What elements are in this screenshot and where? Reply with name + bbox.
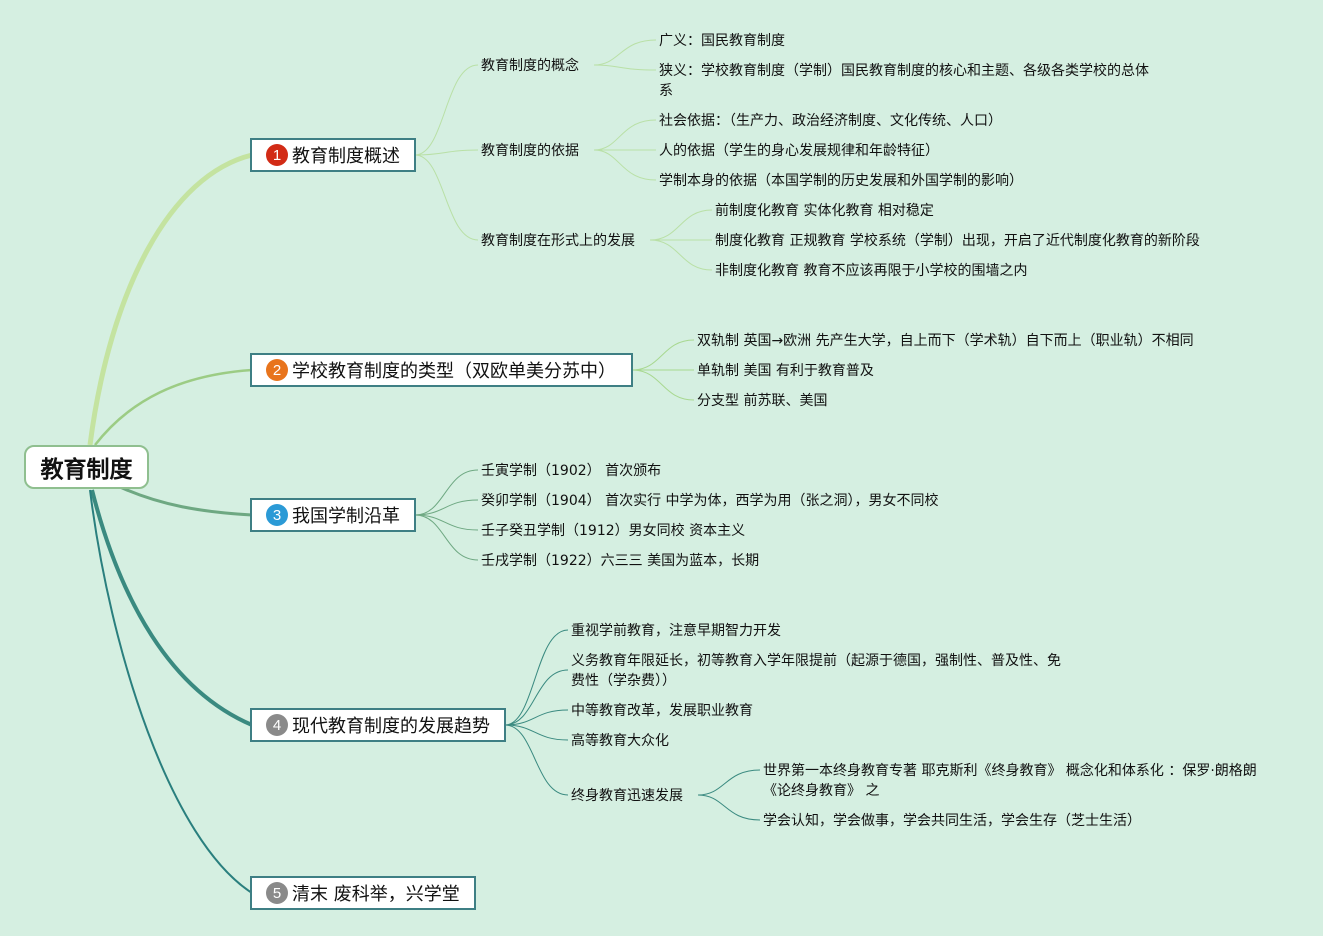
leaf-node[interactable]: 单轨制 美国 有利于教育普及	[697, 363, 874, 379]
leaf-node[interactable]: 社会依据：（生产力、政治经济制度、文化传统、人口）	[659, 113, 1002, 129]
number-badge: 1	[266, 144, 288, 166]
topic-5-node[interactable]: 5 清末 废科举，兴学堂	[250, 876, 476, 910]
topic-label: 学校教育制度的类型（双欧单美分苏中）	[292, 361, 616, 382]
leaf-node[interactable]: 制度化教育 正规教育 学校系统（学制）出现，开启了近代制度化教育的新阶段	[715, 233, 1200, 249]
number-badge: 4	[266, 714, 288, 736]
leaf-node[interactable]: 高等教育大众化	[571, 733, 669, 749]
subtopic-form-development[interactable]: 教育制度在形式上的发展	[481, 233, 635, 249]
leaf-node[interactable]: 广义：国民教育制度	[659, 33, 785, 49]
number-badge: 2	[266, 359, 288, 381]
subtopic-basis[interactable]: 教育制度的依据	[481, 143, 579, 159]
leaf-node[interactable]: 中等教育改革，发展职业教育	[571, 703, 753, 719]
topic-3-node[interactable]: 3 我国学制沿革	[250, 498, 416, 532]
leaf-node[interactable]: 学会认知，学会做事，学会共同生活，学会生存（芝士生活）	[763, 813, 1141, 829]
leaf-node[interactable]: 壬寅学制（1902） 首次颁布	[481, 463, 662, 479]
subtopic-concept[interactable]: 教育制度的概念	[481, 58, 579, 74]
leaf-node[interactable]: 分支型 前苏联、美国	[697, 393, 828, 409]
leaf-node[interactable]: 前制度化教育 实体化教育 相对稳定	[715, 203, 934, 219]
leaf-node[interactable]: 壬子癸丑学制（1912）男女同校 资本主义	[481, 523, 746, 539]
topic-label: 我国学制沿革	[292, 506, 400, 527]
topic-1-node[interactable]: 1 教育制度概述	[250, 138, 416, 172]
topic-2-node[interactable]: 2 学校教育制度的类型（双欧单美分苏中）	[250, 353, 633, 387]
leaf-node[interactable]: 世界第一本终身教育专著 耶克斯利《终身教育》 概念化和体系化 ：保罗·朗格朗《论…	[763, 763, 1257, 799]
leaf-node[interactable]: 非制度化教育 教育不应该再限于小学校的围墙之内	[715, 263, 1028, 279]
leaf-node[interactable]: 壬戌学制（1922）六三三 美国为蓝本，长期	[481, 553, 760, 569]
leaf-node[interactable]: 义务教育年限延长，初等教育入学年限提前（起源于德国，强制性、普及性、免费性（学杂…	[571, 653, 1061, 689]
topic-label: 教育制度概述	[292, 146, 400, 167]
leaf-node[interactable]: 人的依据（学生的身心发展规律和年龄特征）	[659, 143, 939, 159]
leaf-node[interactable]: 狭义：学校教育制度（学制）国民教育制度的核心和主题、各级各类学校的总体系	[659, 63, 1149, 99]
subtopic-lifelong-education[interactable]: 终身教育迅速发展	[571, 788, 683, 804]
leaf-node[interactable]: 重视学前教育，注意早期智力开发	[571, 623, 781, 639]
topic-4-node[interactable]: 4 现代教育制度的发展趋势	[250, 708, 506, 742]
topic-label: 清末 废科举，兴学堂	[292, 884, 460, 905]
leaf-node[interactable]: 学制本身的依据（本国学制的历史发展和外国学制的影响）	[659, 173, 1023, 189]
leaf-node[interactable]: 癸卯学制（1904） 首次实行 中学为体，西学为用（张之洞），男女不同校	[481, 493, 939, 509]
number-badge: 5	[266, 882, 288, 904]
number-badge: 3	[266, 504, 288, 526]
leaf-node[interactable]: 双轨制 英国→欧洲 先产生大学，自上而下（学术轨）自下而上（职业轨）不相同	[697, 333, 1194, 349]
topic-label: 现代教育制度的发展趋势	[292, 716, 490, 737]
root-node[interactable]: 教育制度	[24, 445, 149, 489]
